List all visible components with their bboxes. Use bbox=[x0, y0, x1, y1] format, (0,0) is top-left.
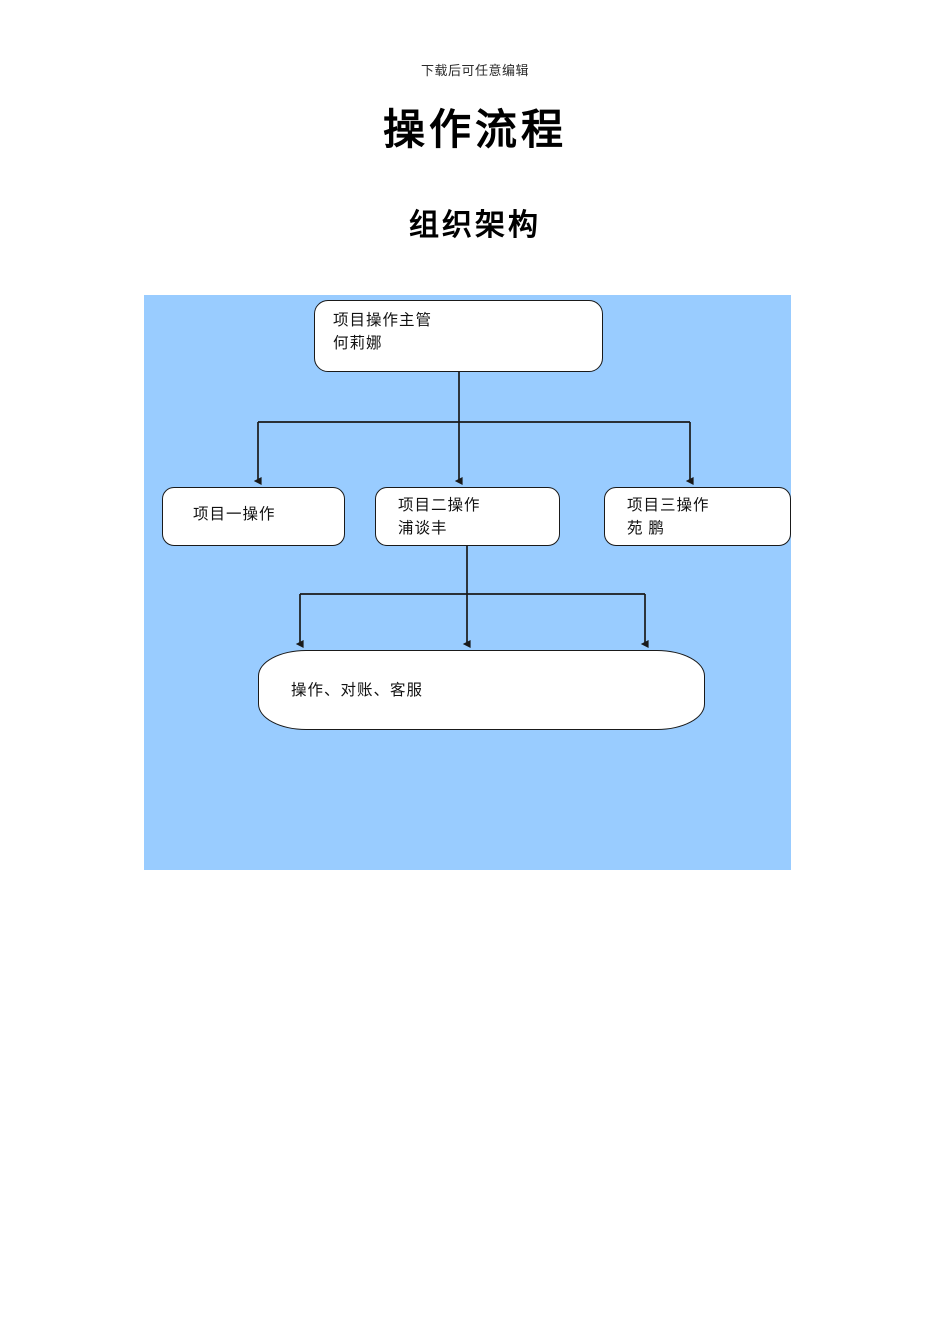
node-operations-reconciliation-service: 操作、对账、客服 bbox=[258, 650, 705, 730]
connector-lines bbox=[253, 372, 694, 648]
node-project-two-operations: 项目二操作 浦谈丰 bbox=[375, 487, 560, 546]
org-chart-panel: 项目操作主管 何莉娜 项目一操作 项目二操作 浦谈丰 项目三操作 苑 鹏 操作、… bbox=[144, 295, 791, 870]
node-project-operations-supervisor: 项目操作主管 何莉娜 bbox=[314, 300, 603, 372]
node-project-three-operations: 项目三操作 苑 鹏 bbox=[604, 487, 791, 546]
page-subtitle: 组织架构 bbox=[409, 209, 541, 242]
page-title: 操作流程 bbox=[382, 108, 567, 154]
node-project-one-operations: 项目一操作 bbox=[162, 487, 345, 546]
download-note: 下载后可任意编辑 bbox=[420, 63, 529, 78]
